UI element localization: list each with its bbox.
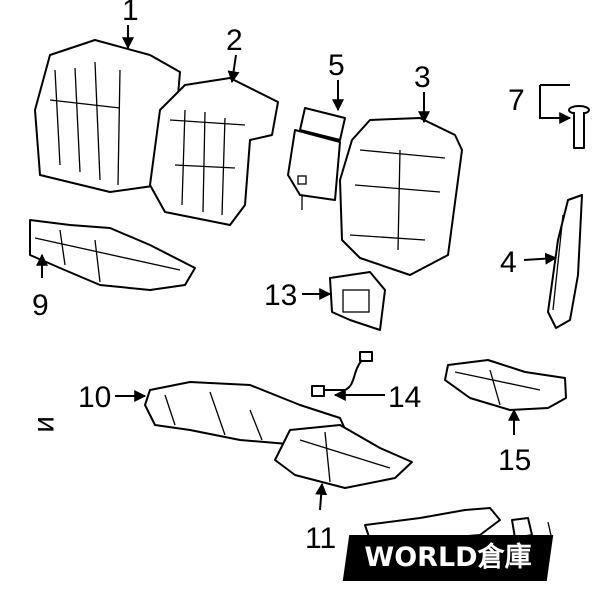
- callout-3: 3: [414, 61, 431, 94]
- watermark-logo: WORLD倉庫: [364, 542, 532, 573]
- part-9-cushion: [29, 219, 196, 291]
- callout-10: 10: [78, 381, 111, 414]
- callout-7: 7: [508, 84, 525, 117]
- part-2-seat-back: [149, 77, 279, 226]
- callout-4: 4: [500, 246, 517, 279]
- part-15-armrest: [444, 359, 567, 411]
- callout-1: 1: [122, 0, 139, 27]
- callout-5: 5: [328, 49, 345, 82]
- callout-2: 2: [226, 24, 243, 57]
- callout-11: 11: [305, 522, 336, 555]
- callout-15: 15: [498, 444, 531, 477]
- callout-14: 14: [388, 381, 421, 414]
- leader-7: [539, 85, 572, 124]
- part-5-panel: [287, 107, 346, 210]
- part-4-side-trim: [547, 194, 583, 329]
- part-11-seat-cushion: [274, 424, 413, 489]
- callout-9: 9: [32, 289, 49, 322]
- leader-2: [227, 54, 240, 84]
- leader-4: [523, 252, 558, 265]
- part-7-headrest-guide: [568, 105, 590, 149]
- callout-13: 13: [264, 279, 297, 312]
- stray-mark: ᴎ: [31, 416, 64, 433]
- part-3-seat-back: [339, 117, 463, 276]
- part-14-wiring-harness: [311, 351, 373, 397]
- part-13-bracket: [329, 271, 386, 331]
- leader-11: [315, 482, 328, 511]
